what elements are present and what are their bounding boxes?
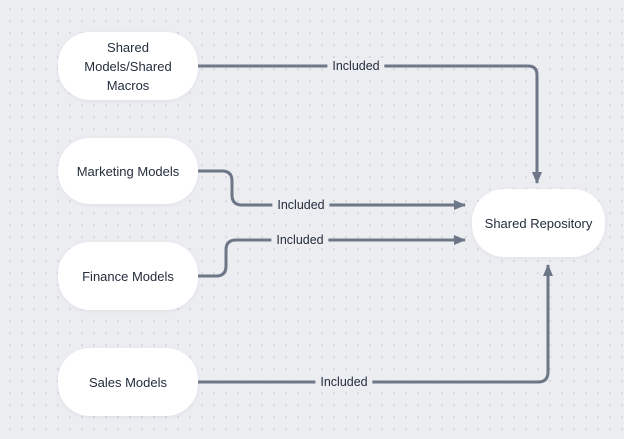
edge-label-included-sales: Included bbox=[315, 374, 373, 390]
edge-marketing-to-repository bbox=[196, 169, 466, 210]
node-shared-repository: Shared Repository bbox=[472, 189, 605, 257]
node-label: Finance Models bbox=[82, 268, 174, 284]
edge-label-included-shared-models: Included bbox=[327, 58, 385, 74]
node-label: Marketing Models bbox=[76, 163, 180, 179]
node-marketing-models: Marketing Models bbox=[58, 138, 198, 204]
node-sales-models: Sales Models bbox=[58, 348, 198, 416]
node-label-line: Macros bbox=[106, 77, 150, 93]
edge-shared-models-to-repository bbox=[196, 64, 542, 184]
node-shared-models-shared-macros: Shared Models/Shared Macros bbox=[58, 32, 198, 100]
node-label-line: Shared bbox=[107, 39, 149, 55]
node-label-line: Models/Shared bbox=[84, 58, 172, 74]
edge-label-included-marketing: Included bbox=[272, 197, 330, 213]
node-label: Sales Models bbox=[88, 374, 168, 390]
edge-label-included-finance: Included bbox=[271, 232, 329, 248]
node-label: Shared Repository bbox=[484, 215, 593, 231]
edge-sales-to-repository bbox=[196, 264, 553, 384]
edge-finance-to-repository bbox=[196, 235, 466, 278]
node-finance-models: Finance Models bbox=[58, 242, 198, 310]
